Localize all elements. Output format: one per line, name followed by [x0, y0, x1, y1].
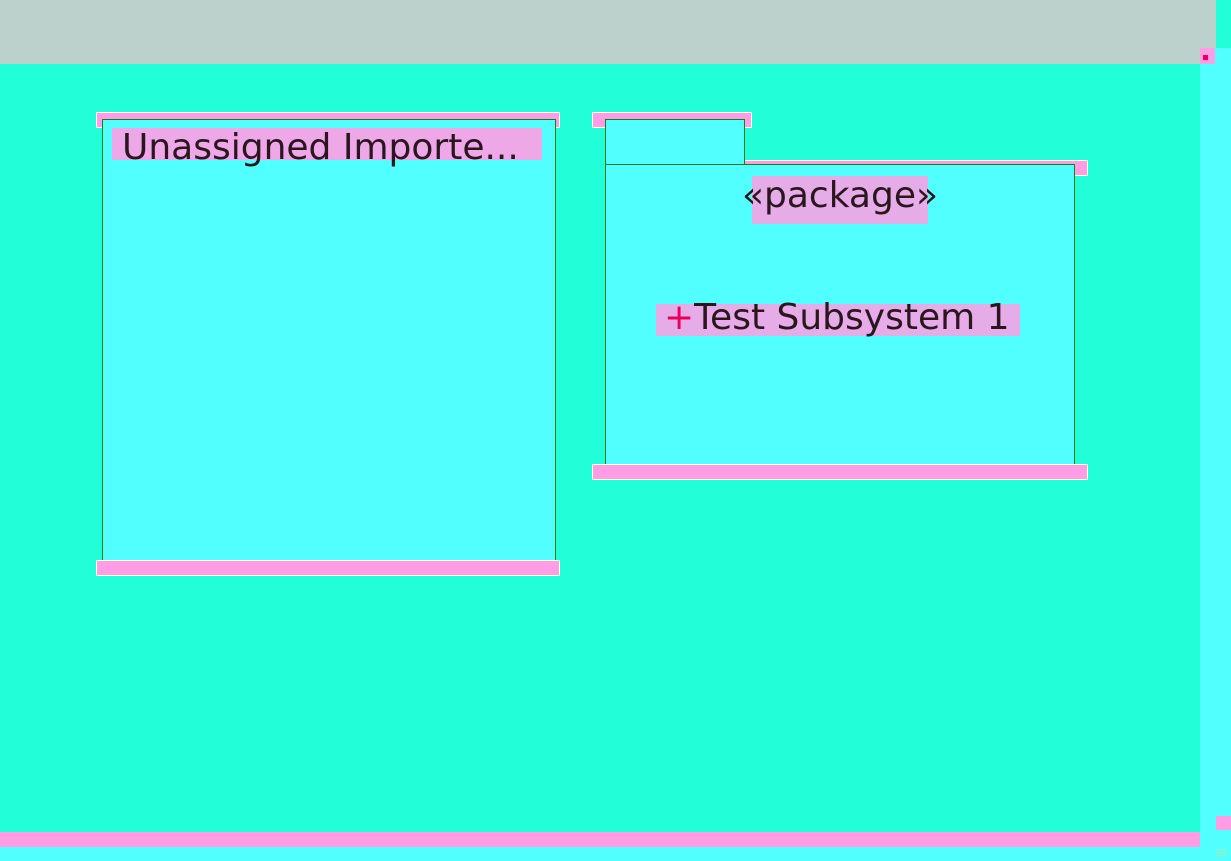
package-member-item[interactable]: +Test Subsystem 1 [664, 296, 1010, 340]
right-edge-strip [1216, 48, 1231, 861]
stereotype-highlight [752, 176, 928, 224]
package-body-selection-handle-bottom[interactable] [592, 464, 1088, 480]
package-unassigned[interactable] [102, 119, 556, 572]
horizontal-scrollbar-thumb[interactable] [0, 832, 1200, 847]
vertical-scrollbar[interactable] [1200, 48, 1216, 832]
package-stereotype[interactable]: «package» [741, 175, 939, 216]
visibility-marker: + [664, 297, 695, 338]
package-tab[interactable] [605, 119, 745, 165]
package-selection-handle-bottom[interactable] [96, 560, 560, 576]
diagram-header-band [0, 0, 1216, 64]
package-name-highlight [112, 128, 542, 160]
scroll-thumb-icon [1203, 55, 1208, 60]
right-edge-marker [1216, 816, 1231, 830]
package-title[interactable]: Unassigned Importe... [122, 127, 519, 168]
resize-grip-icon[interactable] [1215, 848, 1227, 858]
package-member-name: Test Subsystem 1 [694, 297, 1010, 338]
package-member-highlight [656, 304, 1020, 336]
